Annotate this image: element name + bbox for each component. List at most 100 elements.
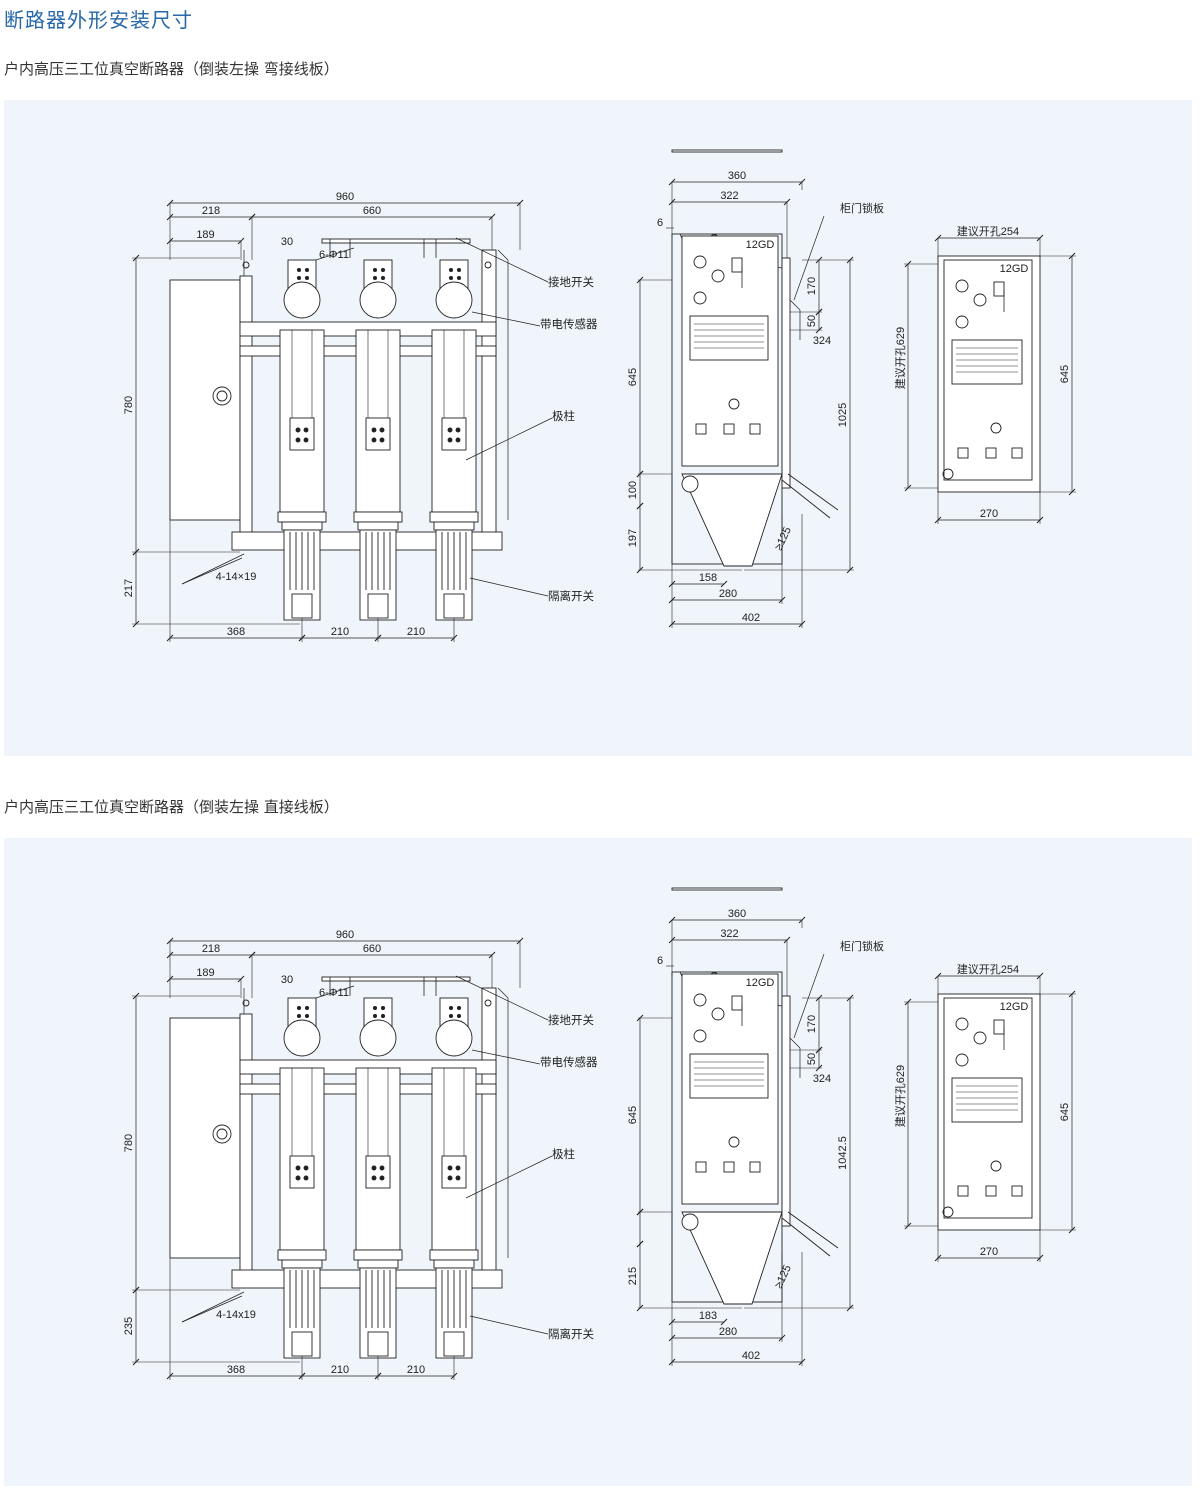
dimension-label: 235 xyxy=(123,1317,135,1335)
callout-label: 隔离开关 xyxy=(548,1327,594,1341)
dimension-tick xyxy=(374,634,382,642)
leader-line xyxy=(793,215,825,301)
fixing-hole xyxy=(942,1206,954,1218)
dimension-label: 170 xyxy=(806,1015,818,1033)
terminal-bolt xyxy=(455,1165,461,1171)
callout-label: 极柱 xyxy=(552,1147,575,1161)
bolt-hole xyxy=(304,267,310,273)
panel-slot xyxy=(731,257,743,273)
dimension-label: 322 xyxy=(720,190,738,202)
live-sensor xyxy=(359,1019,397,1057)
leader-line xyxy=(455,237,549,283)
dimension-label: 368 xyxy=(227,626,245,638)
dimension-label: 270 xyxy=(980,1246,998,1258)
page-title: 断路器外形安装尺寸 xyxy=(4,8,193,32)
dimension-tick xyxy=(166,213,174,221)
bolt-hole xyxy=(380,275,386,281)
dimension-label: 645 xyxy=(627,1106,639,1124)
insulator-ring xyxy=(353,511,403,523)
leader-line xyxy=(455,975,549,1021)
bolt-hole xyxy=(380,267,386,273)
terminal-bolt xyxy=(379,427,385,433)
dimension-label: 50 xyxy=(806,1053,818,1065)
panel-label: 12GD xyxy=(746,977,775,989)
dimension-tick xyxy=(636,1014,644,1022)
top-edge xyxy=(671,149,783,153)
dimension-label: 建议开孔254 xyxy=(957,962,1019,976)
dimension-tick xyxy=(720,580,728,588)
dimension-label: 780 xyxy=(123,396,135,414)
dimension-tick xyxy=(636,276,644,284)
isolator-arm xyxy=(781,1217,831,1257)
cone-roller xyxy=(681,1213,699,1231)
lock-plate xyxy=(789,299,801,311)
dimension-label: 建议开孔629 xyxy=(893,327,907,389)
leader-line xyxy=(181,553,245,585)
terminal-bolt xyxy=(371,427,377,433)
linkage xyxy=(497,987,509,999)
terminal-plate xyxy=(289,1155,315,1189)
bolt-hole xyxy=(456,275,462,281)
bolt-hole xyxy=(296,1013,302,1019)
dimension-label: 170 xyxy=(806,277,818,295)
bolt-hole xyxy=(372,1005,378,1011)
leader-line xyxy=(181,557,243,585)
insulator-ring xyxy=(429,511,479,523)
operation-hole xyxy=(728,398,740,410)
dimension-label: 402 xyxy=(742,1350,760,1362)
terminal-bolt xyxy=(379,1175,385,1181)
leader-line xyxy=(465,417,553,461)
dimension-label: 960 xyxy=(336,191,354,203)
section-title-bent: 户内高压三工位真空断路器（倒装左操 弯接线板） xyxy=(4,60,339,78)
callout-label: 柜门锁板 xyxy=(840,939,884,953)
dimension-tick xyxy=(298,634,306,642)
dimension-tick xyxy=(132,1358,140,1366)
dimension-label: 645 xyxy=(1059,1103,1071,1121)
dimension-label: 360 xyxy=(728,170,746,182)
callout-label: 极柱 xyxy=(552,409,575,423)
nameplate xyxy=(689,1053,769,1099)
dimension-label: 280 xyxy=(719,588,737,600)
dimension-tick xyxy=(636,1240,644,1248)
callout-label: 接地开关 xyxy=(548,1013,594,1027)
linkage xyxy=(497,249,509,261)
bolt-hole xyxy=(296,1005,302,1011)
dimension-label: 780 xyxy=(123,1134,135,1152)
push-button xyxy=(749,423,761,435)
panel-label: 12GD xyxy=(1000,1001,1029,1013)
isolator-arm xyxy=(781,479,831,519)
isolator-terminal xyxy=(443,1331,465,1357)
mechanism-box xyxy=(169,279,241,521)
dimension-tick xyxy=(132,254,140,262)
terminal-bolt xyxy=(379,437,385,443)
push-button xyxy=(957,1185,969,1197)
dimension-label: 1042.5 xyxy=(837,1136,849,1170)
earthing-switch-bar xyxy=(321,976,471,982)
dimension-label: 660 xyxy=(363,943,381,955)
dimension-label: 324 xyxy=(813,335,831,347)
isolator-terminal xyxy=(443,593,465,619)
dimension-tick xyxy=(298,1372,306,1380)
top-edge xyxy=(671,887,783,891)
dimension-label: 6 xyxy=(657,955,663,967)
dimension-label: 210 xyxy=(407,626,425,638)
dimension-label: ≥125 xyxy=(773,1263,794,1290)
push-button xyxy=(695,1161,707,1173)
bolt-hole xyxy=(380,1013,386,1019)
isolator-arm xyxy=(787,473,839,511)
mounting-hole xyxy=(212,1124,232,1144)
push-button xyxy=(723,1161,735,1173)
terminal-bolt xyxy=(295,1165,301,1171)
dimension-label: 189 xyxy=(196,229,214,241)
mounting-hole-inner xyxy=(216,390,228,402)
live-sensor xyxy=(359,281,397,319)
panel-slot xyxy=(993,1019,1005,1035)
spring-pin xyxy=(484,261,492,269)
dimension-label: 100 xyxy=(627,481,639,499)
leader-line xyxy=(471,311,541,327)
bolt-hole xyxy=(456,1013,462,1019)
bolt-hole xyxy=(296,267,302,273)
insulator-ring xyxy=(277,1249,327,1261)
